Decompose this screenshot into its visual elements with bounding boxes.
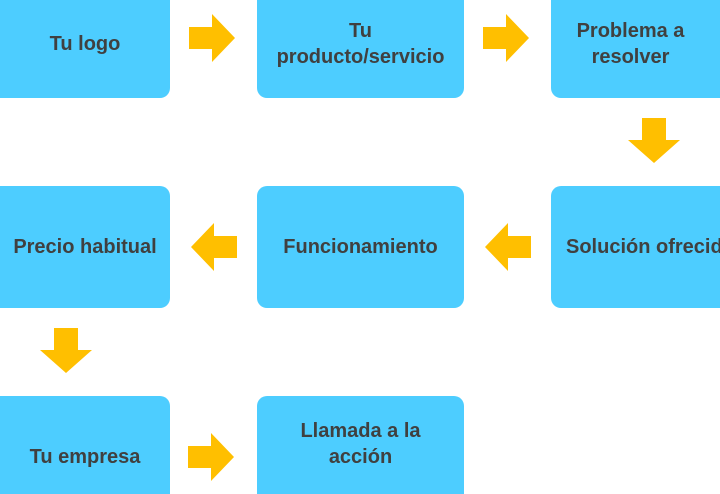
step-box-solution: Solución ofrecida [551,186,720,308]
step-label-company: Tu empresa [29,446,141,468]
arrow-down-icon [40,328,92,373]
step-box-logo: Tu logo [0,0,170,98]
step-label-logo: Tu logo [49,33,121,55]
step-box-company: Tu empresa [0,396,170,494]
arrow-right-icon [483,14,529,62]
step-box-operation: Funcionamiento [257,186,464,308]
step-label-cta: Llamada a la acción [300,420,421,468]
arrow-left-icon [191,223,237,271]
arrow-right-icon [189,14,235,62]
step-box-cta: Llamada a la acción [257,396,464,494]
step-label-product: Tu producto/servicio [276,20,445,68]
step-label-solution: Solución ofrecida [566,236,720,258]
arrow-down-icon [628,118,680,163]
step-label-operation: Funcionamiento [283,236,438,258]
step-label-price: Precio habitual [13,236,157,258]
arrow-right-icon [188,433,234,481]
step-box-price: Precio habitual [0,186,170,308]
step-box-product: Tu producto/servicio [257,0,464,98]
step-box-problem: Problema a resolver [551,0,720,98]
arrow-left-icon [485,223,531,271]
step-label-problem: Problema a resolver [576,20,685,68]
